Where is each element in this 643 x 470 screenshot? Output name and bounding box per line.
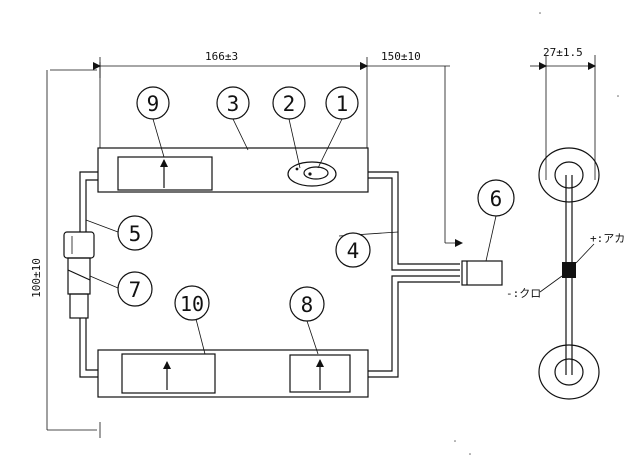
- dimension-lead: 150±10: [381, 50, 421, 63]
- scan-specks: [454, 12, 619, 455]
- lower-panel: [97, 349, 369, 398]
- switch: [63, 231, 95, 319]
- balloon-7: 7: [129, 278, 142, 302]
- balloon-6: 6: [490, 187, 503, 211]
- upper-panel: [97, 147, 369, 193]
- dimension-width: 27±1.5: [543, 46, 583, 59]
- polarity-positive: +:アカ: [590, 232, 625, 245]
- balloons: 1 2 3 4 5 6 7 8 9 10: [85, 86, 515, 355]
- balloon-4: 4: [347, 239, 360, 263]
- dimension-length: 166±3: [205, 50, 238, 63]
- dimension-lines: [46, 55, 596, 438]
- polarity-negative: -:クロ: [506, 287, 541, 300]
- balloon-8: 8: [301, 293, 314, 317]
- balloon-2: 2: [283, 92, 296, 116]
- balloon-5: 5: [129, 222, 142, 246]
- balloon-3: 3: [227, 92, 240, 116]
- wiring: [79, 171, 460, 378]
- balloon-1: 1: [336, 92, 349, 116]
- side-view: [538, 147, 600, 400]
- connector: [461, 260, 503, 286]
- balloon-9: 9: [147, 92, 160, 116]
- balloon-10: 10: [180, 292, 204, 316]
- dimension-height: 100±10: [30, 258, 43, 298]
